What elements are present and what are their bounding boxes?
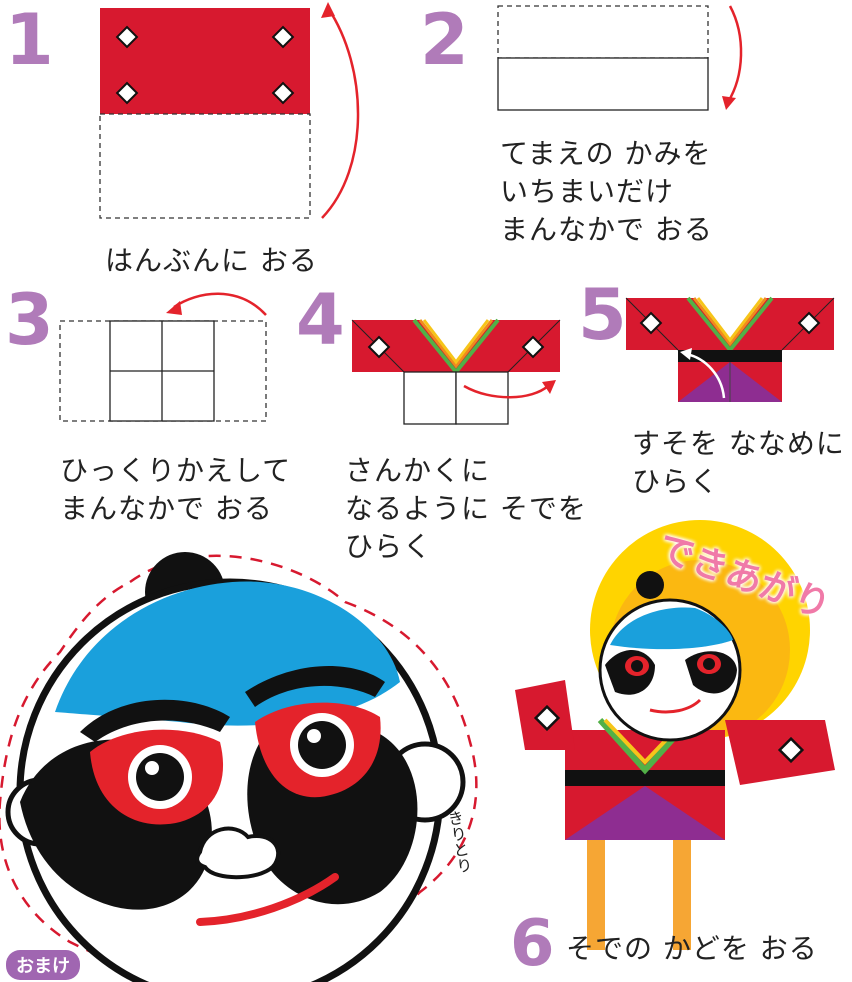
fold-arrow-icon xyxy=(726,5,743,103)
step-5-diagram xyxy=(625,296,835,402)
step-3-number: 3 xyxy=(5,279,54,361)
bonus-face-cutout xyxy=(0,552,478,982)
step-4-diagram xyxy=(351,318,561,425)
step-1-text: はんぶんに おる xyxy=(105,244,318,277)
fold-arrow-icon xyxy=(173,292,267,316)
step-1-diagram xyxy=(99,2,360,219)
diamond-mark-icon xyxy=(115,25,295,105)
finished-doll xyxy=(515,520,835,950)
diamond-mark-icon xyxy=(367,335,545,359)
bonus-badge: おまけ xyxy=(6,950,80,980)
fold-arrow-icon xyxy=(321,7,360,219)
step-5-text: すそを ななめに ひらく xyxy=(632,427,845,498)
step-6-text: そでの かどを おる xyxy=(566,932,818,965)
step-3-text: ひっくりかえして まんなかで おる xyxy=(60,454,292,525)
step-1-number: 1 xyxy=(5,0,54,81)
step-2-text: てまえの かみを いちまいだけ まんなかで おる xyxy=(500,137,713,246)
diamond-mark-icon xyxy=(533,704,805,764)
step-4-text: さんかくに なるように そでを ひらく xyxy=(345,454,587,563)
step-4-number: 4 xyxy=(296,279,345,361)
step-3-diagram xyxy=(59,292,267,422)
step-2-number: 2 xyxy=(420,0,469,81)
fold-arrow-icon xyxy=(685,352,726,399)
step-2-diagram xyxy=(497,5,743,111)
fold-arrow-icon xyxy=(463,384,549,399)
step-6-number: 6 xyxy=(510,907,555,981)
diamond-mark-icon xyxy=(639,311,821,335)
step-5-number: 5 xyxy=(578,274,627,356)
